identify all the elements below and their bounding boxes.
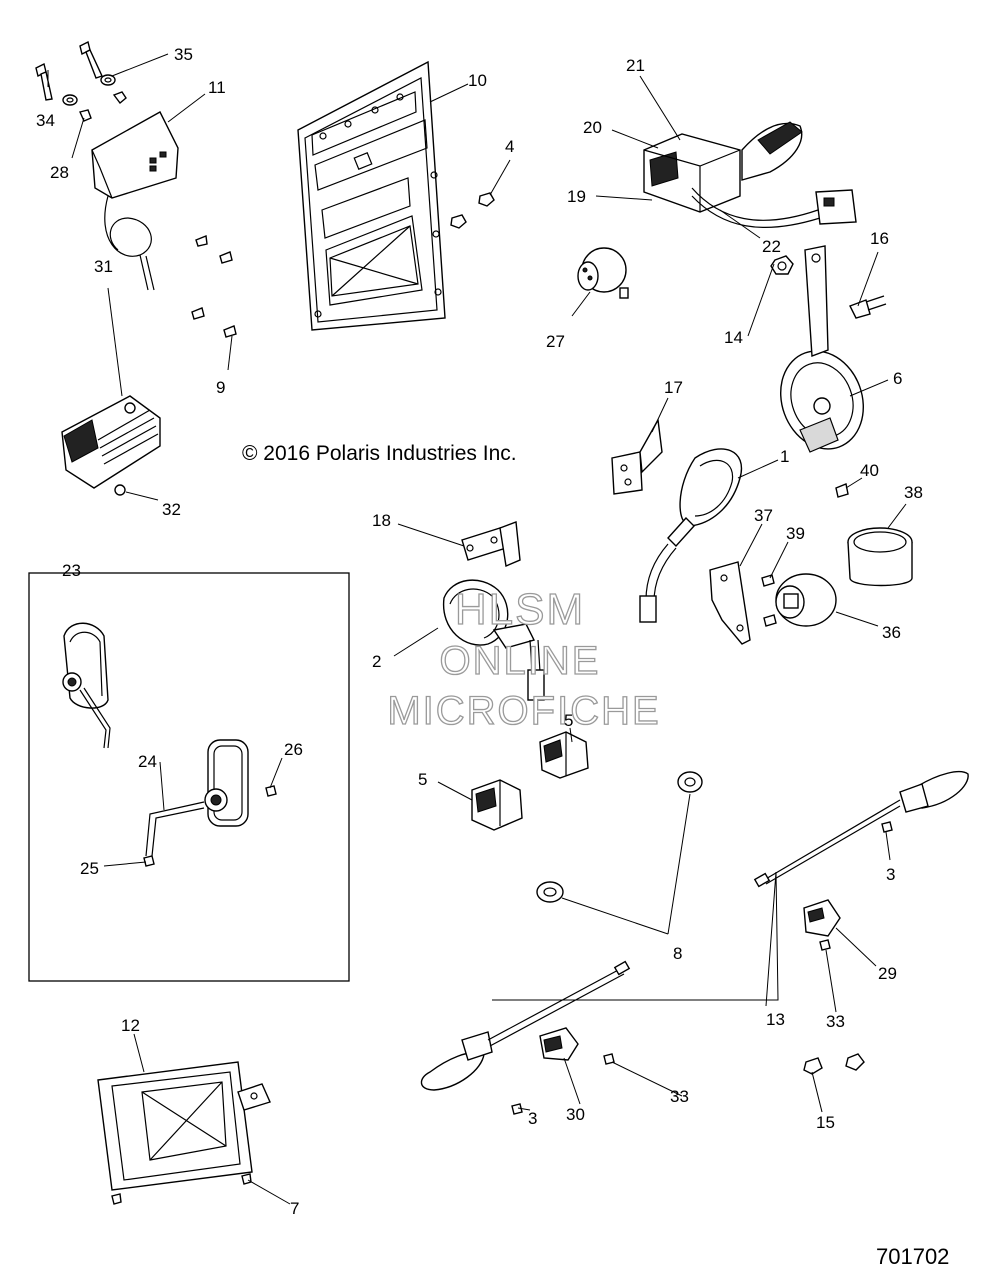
part-20-ignition-switch <box>643 121 857 228</box>
watermark-line-2: ONLINE <box>440 639 601 683</box>
part-5-brackets <box>471 731 589 831</box>
part-12-plate-bracket <box>97 1061 271 1205</box>
part-11-license-lamp <box>91 111 179 291</box>
callout-29: 29 <box>878 964 897 983</box>
copyright-text: © 2016 Polaris Industries Inc. <box>242 442 517 465</box>
callout-40: 40 <box>860 461 879 480</box>
callout-8: 8 <box>673 944 682 963</box>
part-27-connector <box>577 247 629 299</box>
watermark: HLSM ONLINE MICROFICHE <box>387 584 660 733</box>
callout-2: 2 <box>372 652 381 671</box>
callout-6: 6 <box>893 369 902 388</box>
callout-10: 10 <box>468 71 487 90</box>
part-10-license-plate-bracket <box>297 60 446 331</box>
callout-12: 12 <box>121 1016 140 1035</box>
hardware-9-screws <box>191 235 237 338</box>
callout-23: 23 <box>62 561 81 580</box>
callout-33: 33 <box>826 1012 845 1031</box>
callout-28: 28 <box>50 163 69 182</box>
hardware-4-nuts <box>450 192 495 229</box>
part-18-bracket <box>461 521 521 567</box>
callout-30: 30 <box>566 1105 585 1124</box>
callout-16: 16 <box>870 229 889 248</box>
part-8-grommets <box>536 771 703 903</box>
callout-3: 3 <box>886 865 895 884</box>
callout-37: 37 <box>754 506 773 525</box>
callout-5: 5 <box>564 711 573 730</box>
callout-14: 14 <box>724 328 743 347</box>
kit-23-frame <box>28 572 350 982</box>
callout-38: 38 <box>904 483 923 502</box>
callout-27: 27 <box>546 332 565 351</box>
callout-4: 4 <box>505 137 514 156</box>
part-17-bracket <box>611 417 663 495</box>
callout-15: 15 <box>816 1113 835 1132</box>
part-23-mirror-kit <box>62 622 277 867</box>
callout-39: 39 <box>786 524 805 543</box>
callout-33: 33 <box>670 1087 689 1106</box>
callout-18: 18 <box>372 511 391 530</box>
callout-21: 21 <box>626 56 645 75</box>
leader-lines <box>47 53 907 1205</box>
callout-9: 9 <box>216 378 225 397</box>
callout-32: 32 <box>162 500 181 519</box>
part-6-horn <box>780 245 864 453</box>
callout-17: 17 <box>664 378 683 397</box>
part-36-37-39-switch-assembly <box>709 561 837 645</box>
callout-1: 1 <box>780 447 789 466</box>
hardware-40 <box>835 483 849 498</box>
callout-7: 7 <box>290 1199 299 1218</box>
callout-11: 11 <box>208 78 226 97</box>
callout-26: 26 <box>284 740 303 759</box>
callout-20: 20 <box>583 118 602 137</box>
hardware-3-33-29-30-15 <box>511 821 893 1115</box>
watermark-line-3: MICROFICHE <box>387 689 660 733</box>
callout-3: 3 <box>528 1109 537 1128</box>
figure-number: 701702 <box>876 1244 949 1269</box>
callout-24: 24 <box>138 752 157 771</box>
part-2-mirror <box>442 579 545 701</box>
part-1-mirror <box>639 448 743 623</box>
callout-31: 31 <box>94 257 113 276</box>
part-31-module <box>61 395 161 496</box>
hardware-34-35-28 <box>35 40 127 122</box>
callout-34: 34 <box>36 111 55 130</box>
callout-5: 5 <box>418 770 427 789</box>
callout-22: 22 <box>762 237 781 256</box>
callout-36: 36 <box>882 623 901 642</box>
callout-35: 35 <box>174 45 193 64</box>
watermark-line-1: HLSM <box>455 585 585 634</box>
callout-13: 13 <box>766 1010 785 1029</box>
part-13-turn-signals <box>420 770 969 1091</box>
callouts: 1 2 3 3 4 5 5 6 7 8 9 10 11 12 13 14 15 … <box>36 45 923 1218</box>
callout-25: 25 <box>80 859 99 878</box>
hardware-16-14 <box>770 255 887 319</box>
callout-19: 19 <box>567 187 586 206</box>
part-38-ring <box>847 527 913 587</box>
